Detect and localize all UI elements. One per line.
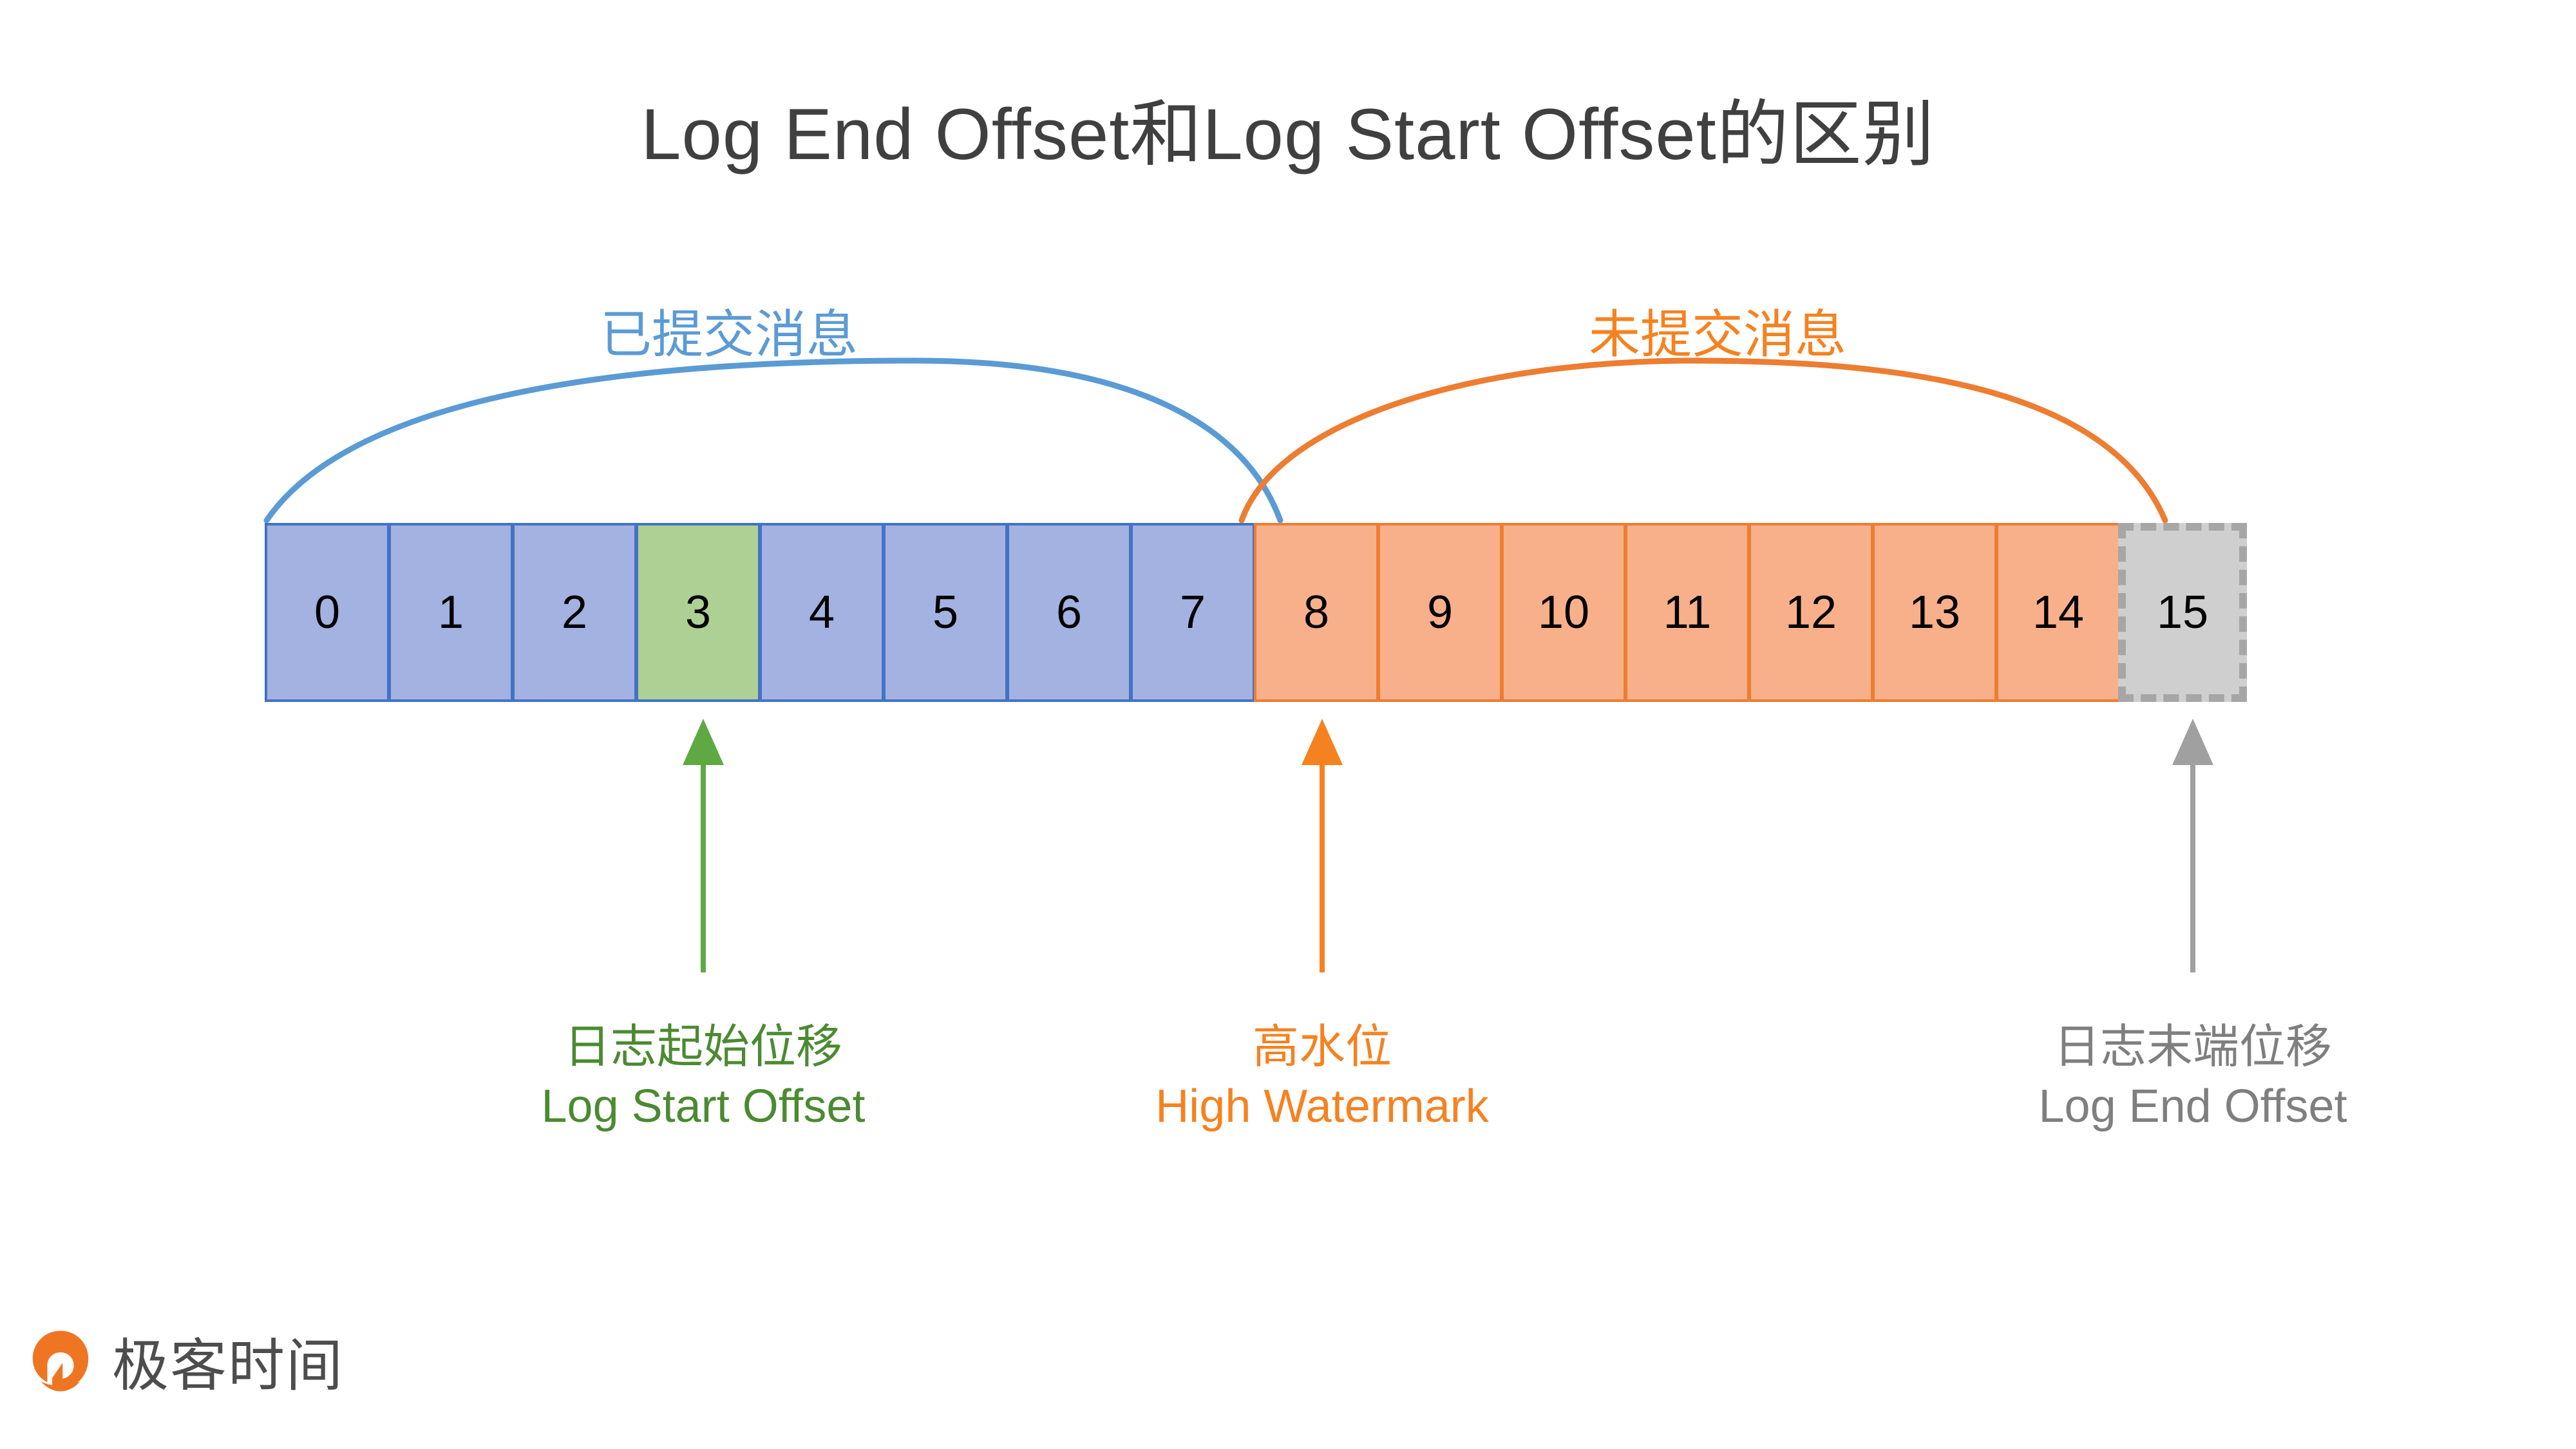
- log-cell-9[interactable]: 9: [1378, 523, 1502, 702]
- cell-offset-label: 3: [685, 587, 712, 638]
- cell-offset-label: 11: [1663, 587, 1712, 638]
- cell-offset-label: 5: [932, 587, 959, 638]
- high-watermark-en: High Watermark: [1155, 1081, 1489, 1133]
- log-partition-bar: 0 1 2 3 4 5 6 7 8 9 10 11 12 13 14 15: [265, 523, 2264, 702]
- uncommitted-range-arc: [1238, 357, 2168, 524]
- log-cell-0[interactable]: 0: [265, 523, 390, 702]
- log-cell-15[interactable]: 15: [2118, 523, 2247, 702]
- committed-messages-label: 已提交消息: [600, 306, 858, 363]
- log-cell-10[interactable]: 10: [1501, 523, 1626, 702]
- brand-watermark: 极客时间: [26, 1320, 344, 1402]
- log-start-offset-cn: 日志起始位移: [564, 1021, 842, 1073]
- cell-offset-label: 4: [808, 587, 835, 638]
- cell-offset-label: 10: [1537, 587, 1590, 638]
- committed-range-arc: [263, 357, 1283, 524]
- log-cell-14[interactable]: 14: [1996, 523, 2121, 702]
- cell-offset-label: 2: [561, 587, 588, 638]
- cell-offset-label: 1: [437, 587, 464, 638]
- log-cell-5[interactable]: 5: [883, 523, 1008, 702]
- cell-offset-label: 7: [1179, 587, 1206, 638]
- log-end-offset-annotation: 日志末端位移 Log End Offset: [1871, 1018, 2515, 1136]
- log-start-offset-annotation: 日志起始位移 Log Start Offset: [381, 1018, 1025, 1136]
- log-cell-3[interactable]: 3: [636, 523, 761, 702]
- log-cell-1[interactable]: 1: [388, 523, 513, 702]
- cell-offset-label: 8: [1303, 587, 1330, 638]
- log-cell-2[interactable]: 2: [512, 523, 637, 702]
- cell-offset-label: 14: [2032, 587, 2085, 638]
- cell-offset-label: 9: [1426, 587, 1454, 638]
- log-end-offset-cn: 日志末端位移: [2053, 1021, 2332, 1073]
- log-cell-13[interactable]: 13: [1872, 523, 1997, 702]
- brand-name: 极客时间: [112, 1334, 345, 1397]
- high-watermark-cn: 高水位: [1252, 1021, 1392, 1073]
- log-start-offset-en: Log Start Offset: [541, 1081, 866, 1133]
- log-cell-8[interactable]: 8: [1254, 523, 1379, 702]
- cell-offset-label: 0: [314, 587, 341, 638]
- uncommitted-messages-label: 未提交消息: [1589, 306, 1846, 363]
- cell-offset-label: 13: [1908, 587, 1961, 638]
- page-title: Log End Offset和Log Start Offset的区别: [641, 94, 1935, 175]
- cell-offset-label: 12: [1785, 587, 1837, 638]
- high-watermark-annotation: 高水位 High Watermark: [1000, 1018, 1644, 1136]
- cell-offset-label: 15: [2156, 587, 2209, 638]
- cell-offset-label: 6: [1056, 587, 1083, 638]
- log-cell-4[interactable]: 4: [759, 523, 884, 702]
- log-cell-6[interactable]: 6: [1007, 523, 1132, 702]
- log-cell-11[interactable]: 11: [1625, 523, 1750, 702]
- log-cell-7[interactable]: 7: [1130, 523, 1255, 702]
- log-cell-12[interactable]: 12: [1748, 523, 1873, 702]
- geektime-logo-icon: [32, 1330, 89, 1391]
- log-end-offset-en: Log End Offset: [2038, 1081, 2347, 1133]
